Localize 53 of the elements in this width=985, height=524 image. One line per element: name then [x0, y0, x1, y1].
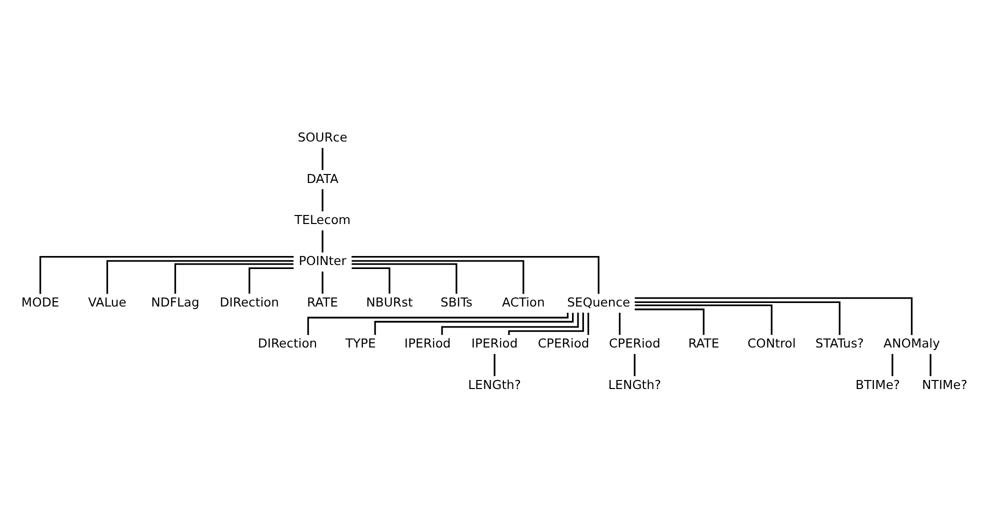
connector	[634, 354, 636, 376]
node-text: ACTion	[502, 295, 545, 310]
connector	[441, 312, 579, 335]
connector	[352, 263, 458, 294]
connector	[174, 263, 294, 294]
node-text: MODE	[21, 295, 60, 310]
node-text: LENGth?	[608, 378, 662, 392]
node-text: ANOMaly	[884, 336, 940, 351]
connector	[322, 272, 324, 294]
connector	[374, 312, 574, 335]
node-text: NBURst	[366, 295, 413, 310]
node-text: CPERiod	[608, 336, 660, 351]
node-text: NDFLag	[151, 295, 200, 310]
node-text: CPERiod	[538, 336, 590, 351]
node-text: POINter	[298, 254, 346, 268]
connector	[508, 312, 584, 335]
node-text: SEQuence	[567, 295, 630, 310]
connector	[634, 304, 772, 335]
connector	[352, 260, 524, 294]
connector	[248, 267, 294, 294]
node-text: VALue	[88, 295, 126, 310]
connector	[634, 297, 913, 336]
connector	[322, 230, 324, 252]
node-text: IPERiod	[471, 336, 518, 351]
connector	[106, 260, 294, 294]
node-text: DIRection	[258, 336, 318, 351]
connector	[352, 267, 390, 294]
connector	[352, 256, 600, 294]
node-text: LENGth?	[468, 378, 521, 392]
node-text: NTIMe?	[922, 378, 968, 392]
node-text: BTIMe?	[855, 378, 900, 392]
node-text: TYPE	[345, 336, 376, 351]
node-text: RATE	[307, 295, 338, 310]
node-text: STATus?	[815, 336, 864, 351]
node-text: DATA	[306, 172, 338, 186]
node-text: TELecom	[294, 212, 351, 227]
node-text: SBITs	[440, 295, 472, 310]
node-text: RATE	[688, 336, 720, 351]
connector	[322, 189, 324, 212]
node-text: DIRection	[220, 295, 280, 310]
node-text: IPERiod	[404, 336, 451, 351]
connector	[634, 301, 840, 336]
connector	[618, 312, 621, 335]
connector	[39, 256, 294, 294]
connector	[587, 312, 590, 335]
node-text: SOURce	[298, 130, 348, 145]
connector	[322, 148, 324, 170]
connector	[892, 354, 894, 376]
connector	[634, 308, 704, 335]
connector	[494, 354, 496, 376]
node-text: CONtrol	[748, 336, 796, 351]
connector	[307, 312, 569, 336]
connector	[930, 354, 932, 376]
